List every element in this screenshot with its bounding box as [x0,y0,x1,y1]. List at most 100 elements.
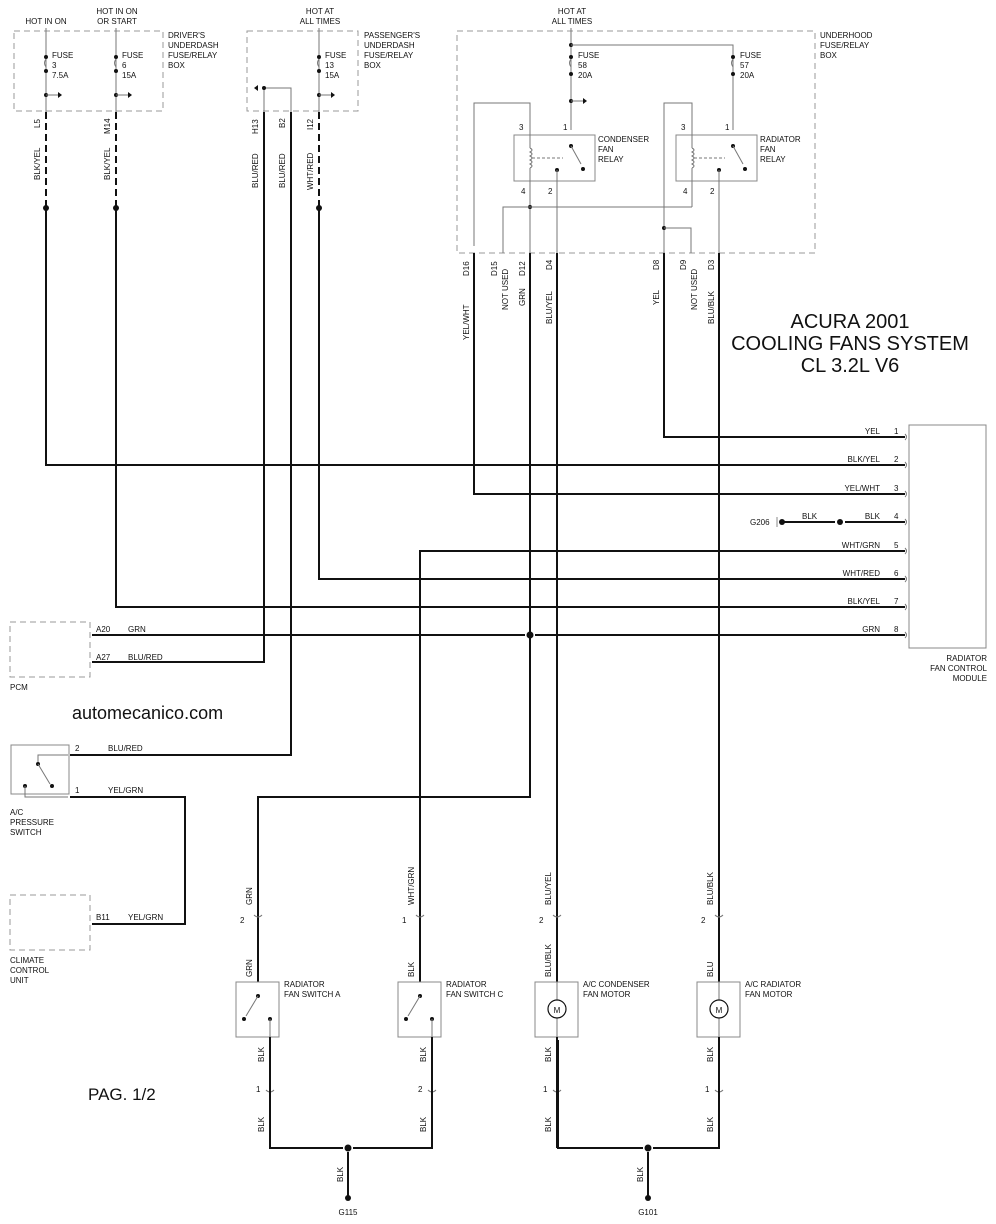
ground-bus: BLK G115 BLK G101 [269,1040,720,1217]
wire-label-yel-grn: YEL/GRN [128,913,163,922]
pin-D9: D9 [679,259,688,270]
pin-H13: H13 [251,119,260,134]
pin-D3: D3 [707,259,716,270]
radiator-relay-label-1: RADIATOR [760,135,801,144]
module-label-1: RADIATOR [946,654,987,663]
pin-B2: B2 [278,118,287,128]
ground-icon [345,1195,351,1201]
condenser-fan-relay: 3 1 4 2 CONDENSER FAN RELAY [473,102,649,253]
wire-label-out: BLK [706,1046,715,1062]
pin-D12: D12 [518,261,527,276]
connector-icon [415,914,425,918]
fuse-57-label: FUSE [740,51,761,60]
relay-pin-1: 1 [725,123,730,132]
wire-label-ground: BLK [706,1116,715,1132]
wire-label-blk-yel: BLK/YEL [33,147,42,180]
connector-icon [552,914,562,918]
fuse-3-label: FUSE [52,51,73,60]
condenser-relay-label-1: CONDENSER [598,135,649,144]
wire-label-out: BLK [419,1046,428,1062]
arrow-icon [128,92,132,98]
wire-label-ground: BLK [257,1116,266,1132]
ac-switch-outline [10,744,70,795]
pcm-outline [9,621,91,678]
wire-label: GRN [862,625,880,634]
underhood-fuse-relay-box: UNDERHOOD FUSE/RELAY BOX HOT AT ALL TIME… [456,7,873,340]
hot-at-all-times-label-1: HOT AT [306,7,334,16]
ac-switch-label-2: PRESSURE [10,818,54,827]
connector-icon [714,914,724,918]
pcm: PCM A20 GRN A27 BLU/RED [9,621,163,692]
relay-pin-3: 3 [519,123,524,132]
wire-label-grn: GRN [518,288,527,306]
switch-icon [407,995,421,1017]
fuse-58-label: FUSE [578,51,599,60]
passengers-box-label-3: FUSE/RELAY [364,51,414,60]
module-pin-7: 7 [894,597,899,606]
ac-switch-label-3: SWITCH [10,828,42,837]
wire-wht-red-pin6 [318,210,905,580]
pin-A20: A20 [96,625,111,634]
connector-pin: 2 [418,1085,423,1094]
hot-at-all-times-label-2: ALL TIMES [300,17,340,26]
arrow-icon [254,85,258,91]
wire-label-not-used: NOT USED [690,269,699,310]
ground-g206: G206 [750,518,770,527]
component-label-1: A/C CONDENSER [583,980,650,989]
wire-label: BLK/YEL [848,455,881,464]
wire-label-body: BLK [407,961,416,977]
module-pin-6: 6 [894,569,899,578]
page-label: PAG. 1/2 [88,1085,156,1104]
module-label-3: MODULE [953,674,987,683]
module-pin-3: 3 [894,484,899,493]
diagram-title: ACURA 2001 COOLING FANS SYSTEM CL 3.2L V… [731,311,969,377]
connector-icon [904,575,907,583]
wire-label-blk: BLK [865,512,881,521]
connector-icon [904,461,907,469]
relay-coil-icon [528,147,533,169]
connector-icon [904,603,907,611]
fuse-13-rating: 15A [325,71,340,80]
motor-symbol: M [716,1006,723,1015]
connector-icon [904,631,907,639]
module-pin-1: 1 [894,427,899,436]
relay-pin-2: 2 [548,187,553,196]
drivers-underdash-fuse-box: DRIVER'S UNDERDASH FUSE/RELAY BOX HOT IN… [13,7,219,180]
watermark: automecanico.com [72,703,223,723]
motor-icon [709,999,729,1019]
wire-label-body: BLU [706,961,715,977]
component-label-1: RADIATOR [284,980,325,989]
wire-label: WHT/RED [843,569,881,578]
wire-label-yel-grn: YEL/GRN [108,786,143,795]
connector-icon [904,490,907,498]
fuse-6-rating: 15A [122,71,137,80]
hot-at-all-times-label-1: HOT AT [558,7,586,16]
wire-label-blu-red: BLU/RED [251,153,260,188]
fan-control-module-outline [908,424,987,649]
drivers-box-label-2: UNDERDASH [168,41,219,50]
wire-label: YEL/WHT [844,484,880,493]
pin-L5: L5 [33,119,42,128]
ground-icon [645,1195,651,1201]
connector-pin: 2 [539,916,544,925]
wire-label-out: BLK [257,1046,266,1062]
component-label-1: A/C RADIATOR [745,980,801,989]
module-label-2: FAN CONTROL [930,664,987,673]
pin-D16: D16 [462,261,471,276]
pin-1: 1 [75,786,80,795]
pin-B11: B11 [96,913,110,922]
climate-control-unit: B11 YEL/GRN CLIMATE CONTROL UNIT [9,894,163,985]
splice-junction [526,631,534,639]
fuse-57-rating: 20A [740,71,755,80]
motor-icon [547,999,567,1019]
wire-label-ground: BLK [544,1116,553,1132]
fuse-57-number: 57 [740,61,749,70]
connector-icon [904,433,907,441]
hot-at-all-times-label-2: ALL TIMES [552,17,592,26]
wire-label-blu-red: BLU/RED [108,744,143,753]
switch-icon [245,995,259,1017]
